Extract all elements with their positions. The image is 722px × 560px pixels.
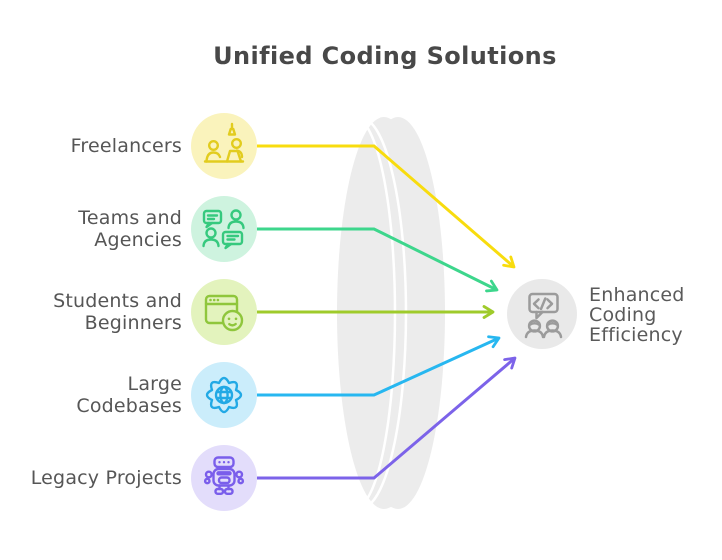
label-line: Enhanced — [589, 284, 685, 306]
bubble-teams-and-agencies — [191, 196, 257, 262]
bubble-freelancers — [191, 113, 257, 179]
arrow-teams-and-agencies — [257, 227, 499, 293]
bubble-students-and-beginners — [191, 279, 257, 345]
label-enhanced-coding-efficiency: Enhanced Coding Efficiency — [589, 285, 685, 345]
gear-globe-icon — [191, 362, 257, 428]
label-line: Students and — [53, 290, 182, 312]
label-line: Coding — [589, 304, 657, 326]
label-legacy-projects: Legacy Projects — [20, 467, 182, 489]
label-large-codebases: Large Codebases — [20, 373, 182, 417]
label-line: Legacy Projects — [30, 467, 182, 489]
label-line: Codebases — [76, 395, 182, 417]
label-line: Efficiency — [589, 324, 683, 346]
robot-icon — [191, 445, 257, 511]
freelancer-workspace-icon — [191, 113, 257, 179]
label-line: Agencies — [94, 229, 182, 251]
team-chat-icon — [191, 196, 257, 262]
label-line: Teams and — [78, 207, 182, 229]
browser-smiley-icon — [191, 279, 257, 345]
label-students-and-beginners: Students and Beginners — [20, 290, 182, 334]
bubble-legacy-projects — [191, 445, 257, 511]
bubble-large-codebases — [191, 362, 257, 428]
node-enhanced-coding-efficiency — [507, 279, 577, 349]
arrow-large-codebases — [257, 335, 501, 397]
label-line: Large — [127, 373, 182, 395]
diagram-title: Unified Coding Solutions — [213, 42, 557, 70]
label-teams-and-agencies: Teams and Agencies — [20, 207, 182, 251]
arrow-legacy-projects — [257, 356, 517, 480]
label-line: Beginners — [84, 312, 182, 334]
label-line: Freelancers — [70, 135, 182, 157]
code-chat-people-icon — [507, 279, 577, 349]
arrow-freelancers — [257, 144, 516, 269]
label-freelancers: Freelancers — [20, 135, 182, 157]
